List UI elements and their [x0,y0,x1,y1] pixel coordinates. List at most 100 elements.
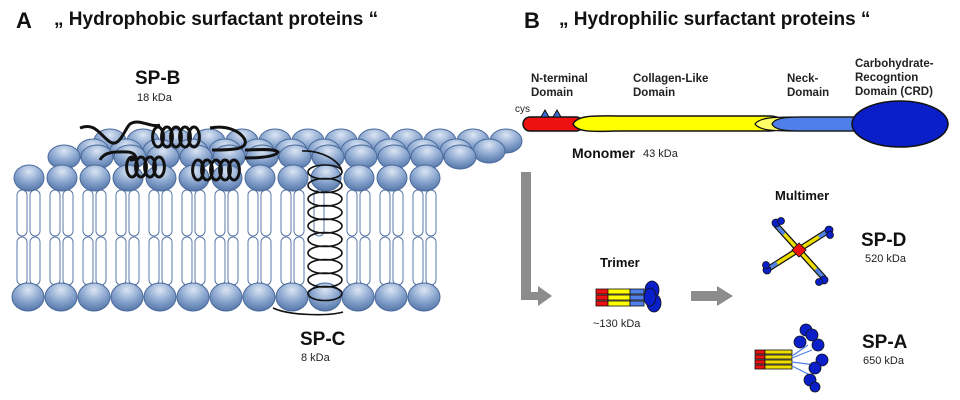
lipid-head [472,138,506,164]
sp-b-helix-turn [200,158,214,182]
lipid-tail [62,236,74,286]
sp-d-shape [762,217,834,286]
lipid-tail [346,236,358,286]
lipid-tail [181,236,193,286]
lipid-tail [260,236,272,286]
lipid-tail [62,189,74,237]
lipid-head [409,164,441,192]
lipid-tail [293,189,305,237]
lipid-head [242,282,276,312]
lipid-tail [161,189,173,237]
sp-c-name: SP-C [300,329,346,350]
lipid-tail [95,236,107,286]
lipid-tail [260,189,272,237]
lipid-tail [412,189,424,237]
lipid-tail [49,189,61,237]
monomer-diagram [522,100,949,148]
lipid-head [407,282,441,312]
lipid-tail [148,189,160,237]
lipid-tail [227,236,239,286]
lipid-tail [16,236,28,286]
lipid-head [443,144,477,170]
lipid-tail [412,236,424,286]
lipid-tail [379,189,391,237]
monomer-mass: 43 kDa [643,148,678,160]
lipid-tail [280,236,292,286]
lipid-tail [181,189,193,237]
cys-label: cys [515,104,530,115]
lipid-head [79,164,111,192]
lipid-tails [16,189,437,286]
lipid-tail [379,236,391,286]
lipid-head [376,164,408,192]
sp-b-helix-turn [134,155,148,179]
sp-b-helix-turn [143,155,157,179]
sp-b-helix-turn [151,125,165,149]
sp-c-helix [301,150,343,302]
lipid-head [341,282,375,312]
down-right-arrow [521,172,552,306]
sp-b-helix-turn [169,125,183,149]
multimer-label: Multimer [775,188,830,203]
lipid-tail [29,189,41,237]
lipid-head [374,282,408,312]
sp-b-helix-turn [125,155,139,179]
sp-d-name: SP-D [861,230,907,251]
crd-shape [851,100,949,148]
sp-b-helix-turn [191,158,205,182]
sp-b-helix-turn [152,155,166,179]
lipid-heads-back [47,128,523,170]
sp-c-helix-turn [307,285,343,302]
n-terminal-domain-label: N-terminal Domain [531,73,588,99]
lipid-head [11,282,45,312]
lipid-head [44,282,78,312]
lipid-tail [247,189,259,237]
sp-b-mass: 18 kDa [137,92,172,104]
cys-triangle-icon [552,108,562,118]
neck-domain-shape [771,116,863,132]
sp-b-helix-turn [227,158,241,182]
lipid-tail [227,189,239,237]
trimer-shape [595,280,662,313]
sp-c-helix-turn [307,218,343,234]
lipid-tail [148,236,160,286]
lipid-head [277,164,309,192]
sp-b-protein [79,120,280,162]
sp-c-helix-turn [307,204,343,221]
sp-a-shape [754,323,829,393]
lipid-tail [247,236,259,286]
lipid-head [176,282,210,312]
lipid-head [209,282,243,312]
lipid-head [13,164,45,192]
trimer-label: Trimer [600,255,640,270]
lipid-tail [392,189,404,237]
lipid-tail [161,236,173,286]
sp-c-mass: 8 kDa [301,352,330,364]
lipid-head [110,282,144,312]
lipid-tail [214,189,226,237]
panel-b-letter: B [524,8,540,33]
sp-c-helix-turn [307,245,343,261]
lipid-tail [49,236,61,286]
lipid-tail [425,236,437,286]
lipid-tail [82,189,94,237]
lipid-head [343,164,375,192]
lipid-tail [194,236,206,286]
sp-b-helix-turn [209,158,223,182]
lipid-tail [214,236,226,286]
sp-c-top-tail [301,150,343,173]
cys-triangle-icon [540,108,550,118]
lipid-tail [16,189,28,237]
sp-b-helix-turn [187,125,201,149]
lipid-tail [346,189,358,237]
sp-c-helix-turn [307,231,343,248]
sp-b-helix-turn [178,125,192,149]
sp-b-helix-turn [160,125,174,149]
right-arrow [691,286,733,306]
sp-c-helix-turn [307,258,343,275]
lipid-tail [313,189,325,237]
sp-b-helix-turn [218,158,232,182]
lipid-head [143,282,177,312]
lipid-head [275,282,309,312]
